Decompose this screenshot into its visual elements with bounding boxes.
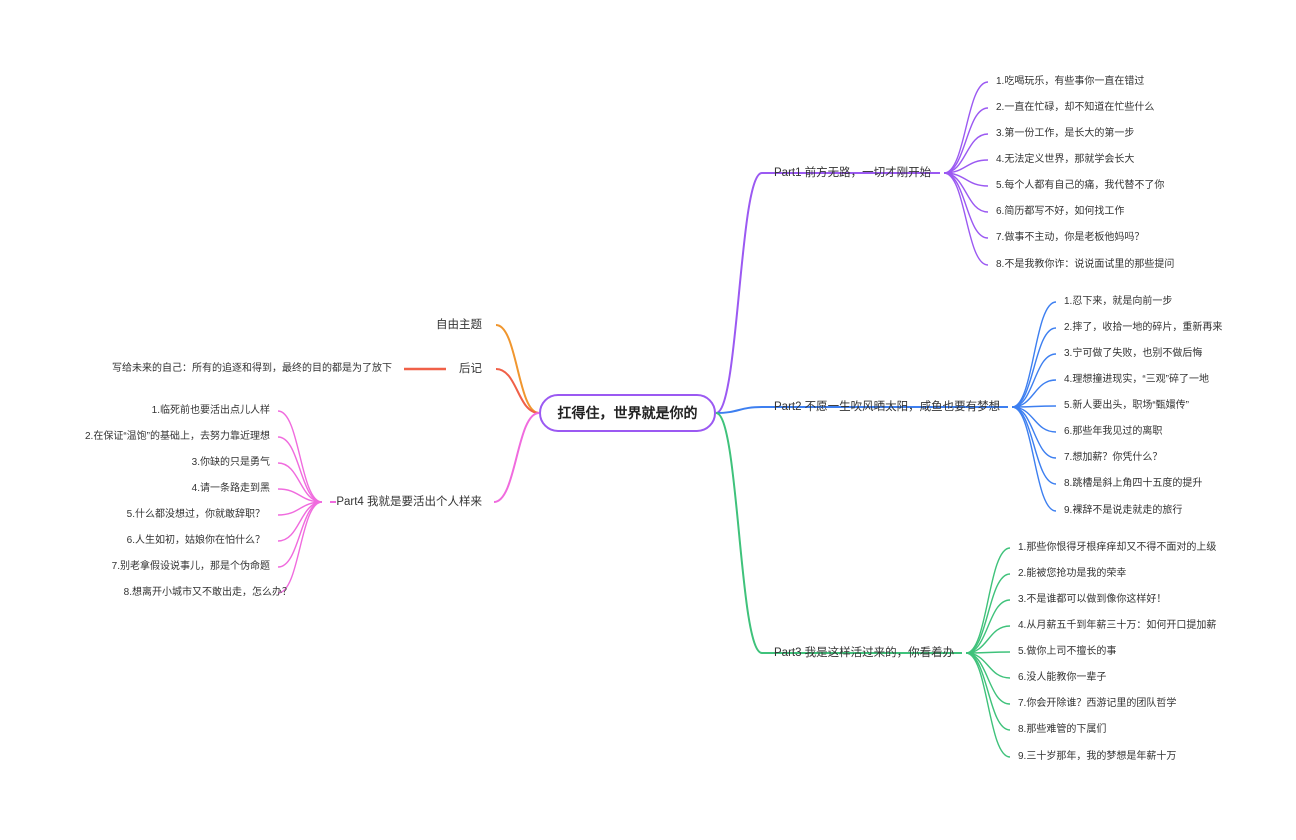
afterword-note[interactable]: 写给未来的自己：所有的追逐和得到，最终的目的都是为了放下	[112, 363, 392, 374]
part1-item[interactable]: 1.吃喝玩乐，有些事你一直在错过	[996, 76, 1145, 87]
part1-item[interactable]: 2.一直在忙碌，却不知道在忙些什么	[996, 102, 1155, 113]
part4-item[interactable]: 2.在保证“温饱”的基础上，去努力靠近理想	[85, 431, 270, 442]
connector-part2-leaf	[1011, 406, 1057, 459]
part4-item[interactable]: 6.人生如初，姑娘你在怕什么？	[126, 535, 265, 546]
part3-item[interactable]: 3.不是谁都可以做到像你这样好！	[1018, 594, 1167, 605]
connector-part2-leaf	[1011, 327, 1057, 408]
part1-item[interactable]: 7.做事不主动，你是老板他妈吗？	[996, 232, 1145, 243]
part2-item[interactable]: 3.宁可做了失败，也别不做后悔	[1064, 348, 1203, 359]
part4-item[interactable]: 3.你缺的只是勇气	[191, 457, 270, 468]
branch-part2[interactable]: Part2 不愿一生吹风晒太阳，咸鱼也要有梦想	[774, 401, 1001, 413]
part3-item[interactable]: 9.三十岁那年，我的梦想是年薪十万	[1018, 751, 1177, 762]
part4-item[interactable]: 7.别老拿假设说事儿，那是个伪命题	[111, 561, 270, 572]
part2-item[interactable]: 7.想加薪？你凭什么？	[1064, 452, 1163, 463]
branch-free-topic[interactable]: 自由主题	[436, 319, 482, 331]
connector-part4	[493, 412, 540, 503]
connector-part1-leaf	[943, 172, 989, 239]
part3-item[interactable]: 4.从月薪五千到年薪三十万：如何开口提加薪	[1018, 620, 1217, 631]
connector-part2-leaf	[1011, 301, 1057, 408]
part1-item[interactable]: 8.不是我教你诈：说说面试里的那些提问	[996, 259, 1175, 270]
connector-part3	[715, 412, 763, 654]
connector-part3-leaf	[965, 652, 1011, 705]
root-topic[interactable]: 扛得住，世界就是你的	[539, 394, 716, 432]
connector-part1-leaf	[943, 133, 989, 174]
part3-item[interactable]: 7.你会开除谁？西游记里的团队哲学	[1018, 698, 1177, 709]
part4-item[interactable]: 1.临死前也要活出点儿人样	[151, 405, 270, 416]
branch-part1[interactable]: Part1 前方无路，一切才刚开始	[774, 167, 932, 179]
connector-part3-leaf	[965, 573, 1011, 654]
part2-item[interactable]: 8.跳槽是斜上角四十五度的提升	[1064, 478, 1203, 489]
connector-part2-leaf	[1011, 406, 1057, 512]
part2-item[interactable]: 9.裸辞不是说走就走的旅行	[1064, 505, 1183, 516]
part1-item[interactable]: 3.第一份工作，是长大的第一步	[996, 128, 1135, 139]
part2-item[interactable]: 2.摔了，收拾一地的碎片，重新再来	[1064, 322, 1223, 333]
part3-item[interactable]: 1.那些你恨得牙根痒痒却又不得不面对的上级	[1018, 542, 1217, 553]
connector-part2	[715, 406, 763, 414]
part3-item[interactable]: 2.能被您抢功是我的荣幸	[1018, 568, 1127, 579]
connector-part3-leaf	[965, 652, 1011, 758]
connector-part1-leaf	[943, 172, 989, 266]
part1-item[interactable]: 4.无法定义世界，那就学会长大	[996, 154, 1135, 165]
connector-afterword	[495, 368, 540, 414]
part2-item[interactable]: 6.那些年我见过的离职	[1064, 426, 1163, 437]
connector-part2-leaf	[1011, 379, 1057, 408]
part3-item[interactable]: 6.没人能教你一辈子	[1018, 672, 1107, 683]
part3-item[interactable]: 5.做你上司不擅长的事	[1018, 646, 1117, 657]
branch-afterword[interactable]: 后记	[459, 363, 482, 375]
part1-item[interactable]: 6.简历都写不好，如何找工作	[996, 206, 1125, 217]
connector-part4-leaf	[277, 436, 323, 503]
part4-item[interactable]: 8.想离开小城市又不敢出走，怎么办？	[123, 587, 292, 598]
connector-part4-leaf	[277, 501, 323, 594]
connector-part1-leaf	[943, 81, 989, 174]
connector-part4-leaf	[277, 462, 323, 503]
branch-part3[interactable]: Part3 我是这样活过来的，你看着办	[774, 647, 955, 659]
root-topic-label: 扛得住，世界就是你的	[557, 405, 698, 421]
part2-item[interactable]: 1.忍下来，就是向前一步	[1064, 296, 1173, 307]
part1-item[interactable]: 5.每个人都有自己的痛，我代替不了你	[996, 180, 1165, 191]
branch-part4[interactable]: Part4 我就是要活出个人样来	[336, 496, 482, 508]
connector-part1-leaf	[943, 107, 989, 174]
connector-free-topic	[495, 324, 540, 414]
part2-item[interactable]: 4.理想撞进现实，“三观”碎了一地	[1064, 374, 1209, 385]
connector-part4-leaf	[277, 501, 323, 568]
part2-item[interactable]: 5.新人要出头，职场“甄嬛传”	[1064, 400, 1189, 411]
connector-part4-leaf	[277, 410, 323, 503]
part3-item[interactable]: 8.那些难管的下属们	[1018, 724, 1107, 735]
connector-part3-leaf	[965, 625, 1011, 654]
connector-part1	[715, 172, 763, 414]
part4-item[interactable]: 5.什么都没想过，你就敢辞职？	[126, 509, 265, 520]
part4-item[interactable]: 4.请一条路走到黑	[191, 483, 270, 494]
connector-part3-leaf	[965, 547, 1011, 654]
